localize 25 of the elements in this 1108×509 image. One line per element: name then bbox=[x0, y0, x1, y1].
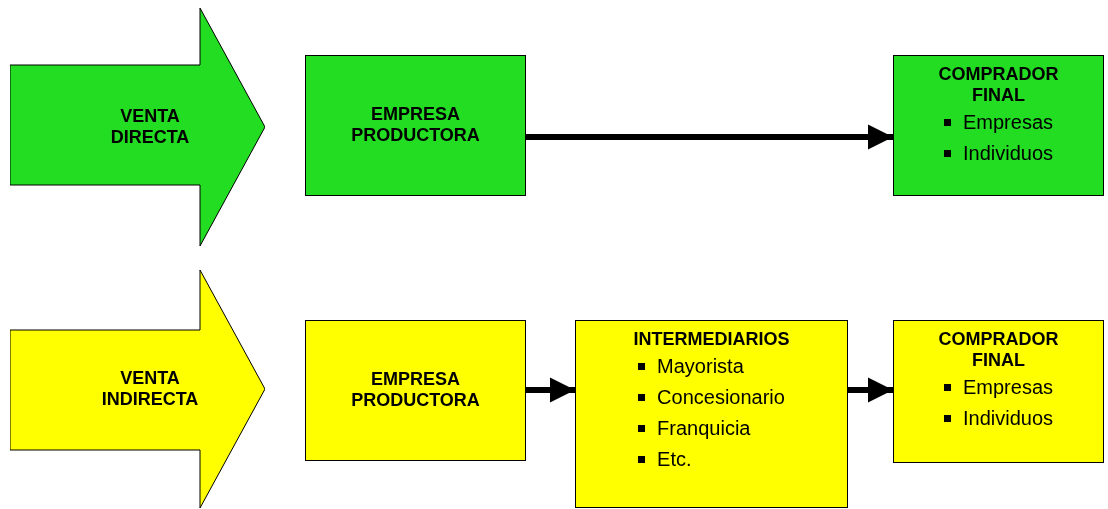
process-box bbox=[305, 55, 526, 196]
process-box bbox=[893, 320, 1104, 463]
pointed-banner bbox=[10, 270, 265, 508]
arrow bbox=[848, 377, 893, 403]
list-item: Etc. bbox=[657, 447, 692, 472]
process-box bbox=[893, 55, 1104, 196]
box-heading: INTERMEDIARIOS bbox=[633, 329, 790, 350]
pointed-banner bbox=[10, 8, 265, 246]
arrow bbox=[526, 124, 893, 150]
process-box bbox=[305, 320, 526, 461]
list-item: Empresas bbox=[962, 110, 1053, 135]
list-item: Individuos bbox=[962, 406, 1054, 431]
arrow bbox=[526, 377, 575, 403]
box-heading: VENTA INDIRECTA bbox=[100, 367, 200, 410]
box-heading: COMPRADOR FINAL bbox=[937, 329, 1060, 371]
list-item: Franquicia bbox=[657, 416, 751, 441]
process-box bbox=[575, 320, 848, 508]
box-heading: EMPRESA PRODUCTORA bbox=[350, 369, 481, 411]
list-item: Empresas bbox=[962, 375, 1053, 400]
list-item: Concesionario bbox=[657, 385, 785, 410]
box-heading: COMPRADOR FINAL bbox=[937, 64, 1060, 106]
list-item: Individuos bbox=[962, 141, 1054, 166]
list-item: Mayorista bbox=[657, 354, 744, 379]
box-heading: VENTA DIRECTA bbox=[109, 105, 191, 148]
box-heading: EMPRESA PRODUCTORA bbox=[350, 104, 481, 146]
